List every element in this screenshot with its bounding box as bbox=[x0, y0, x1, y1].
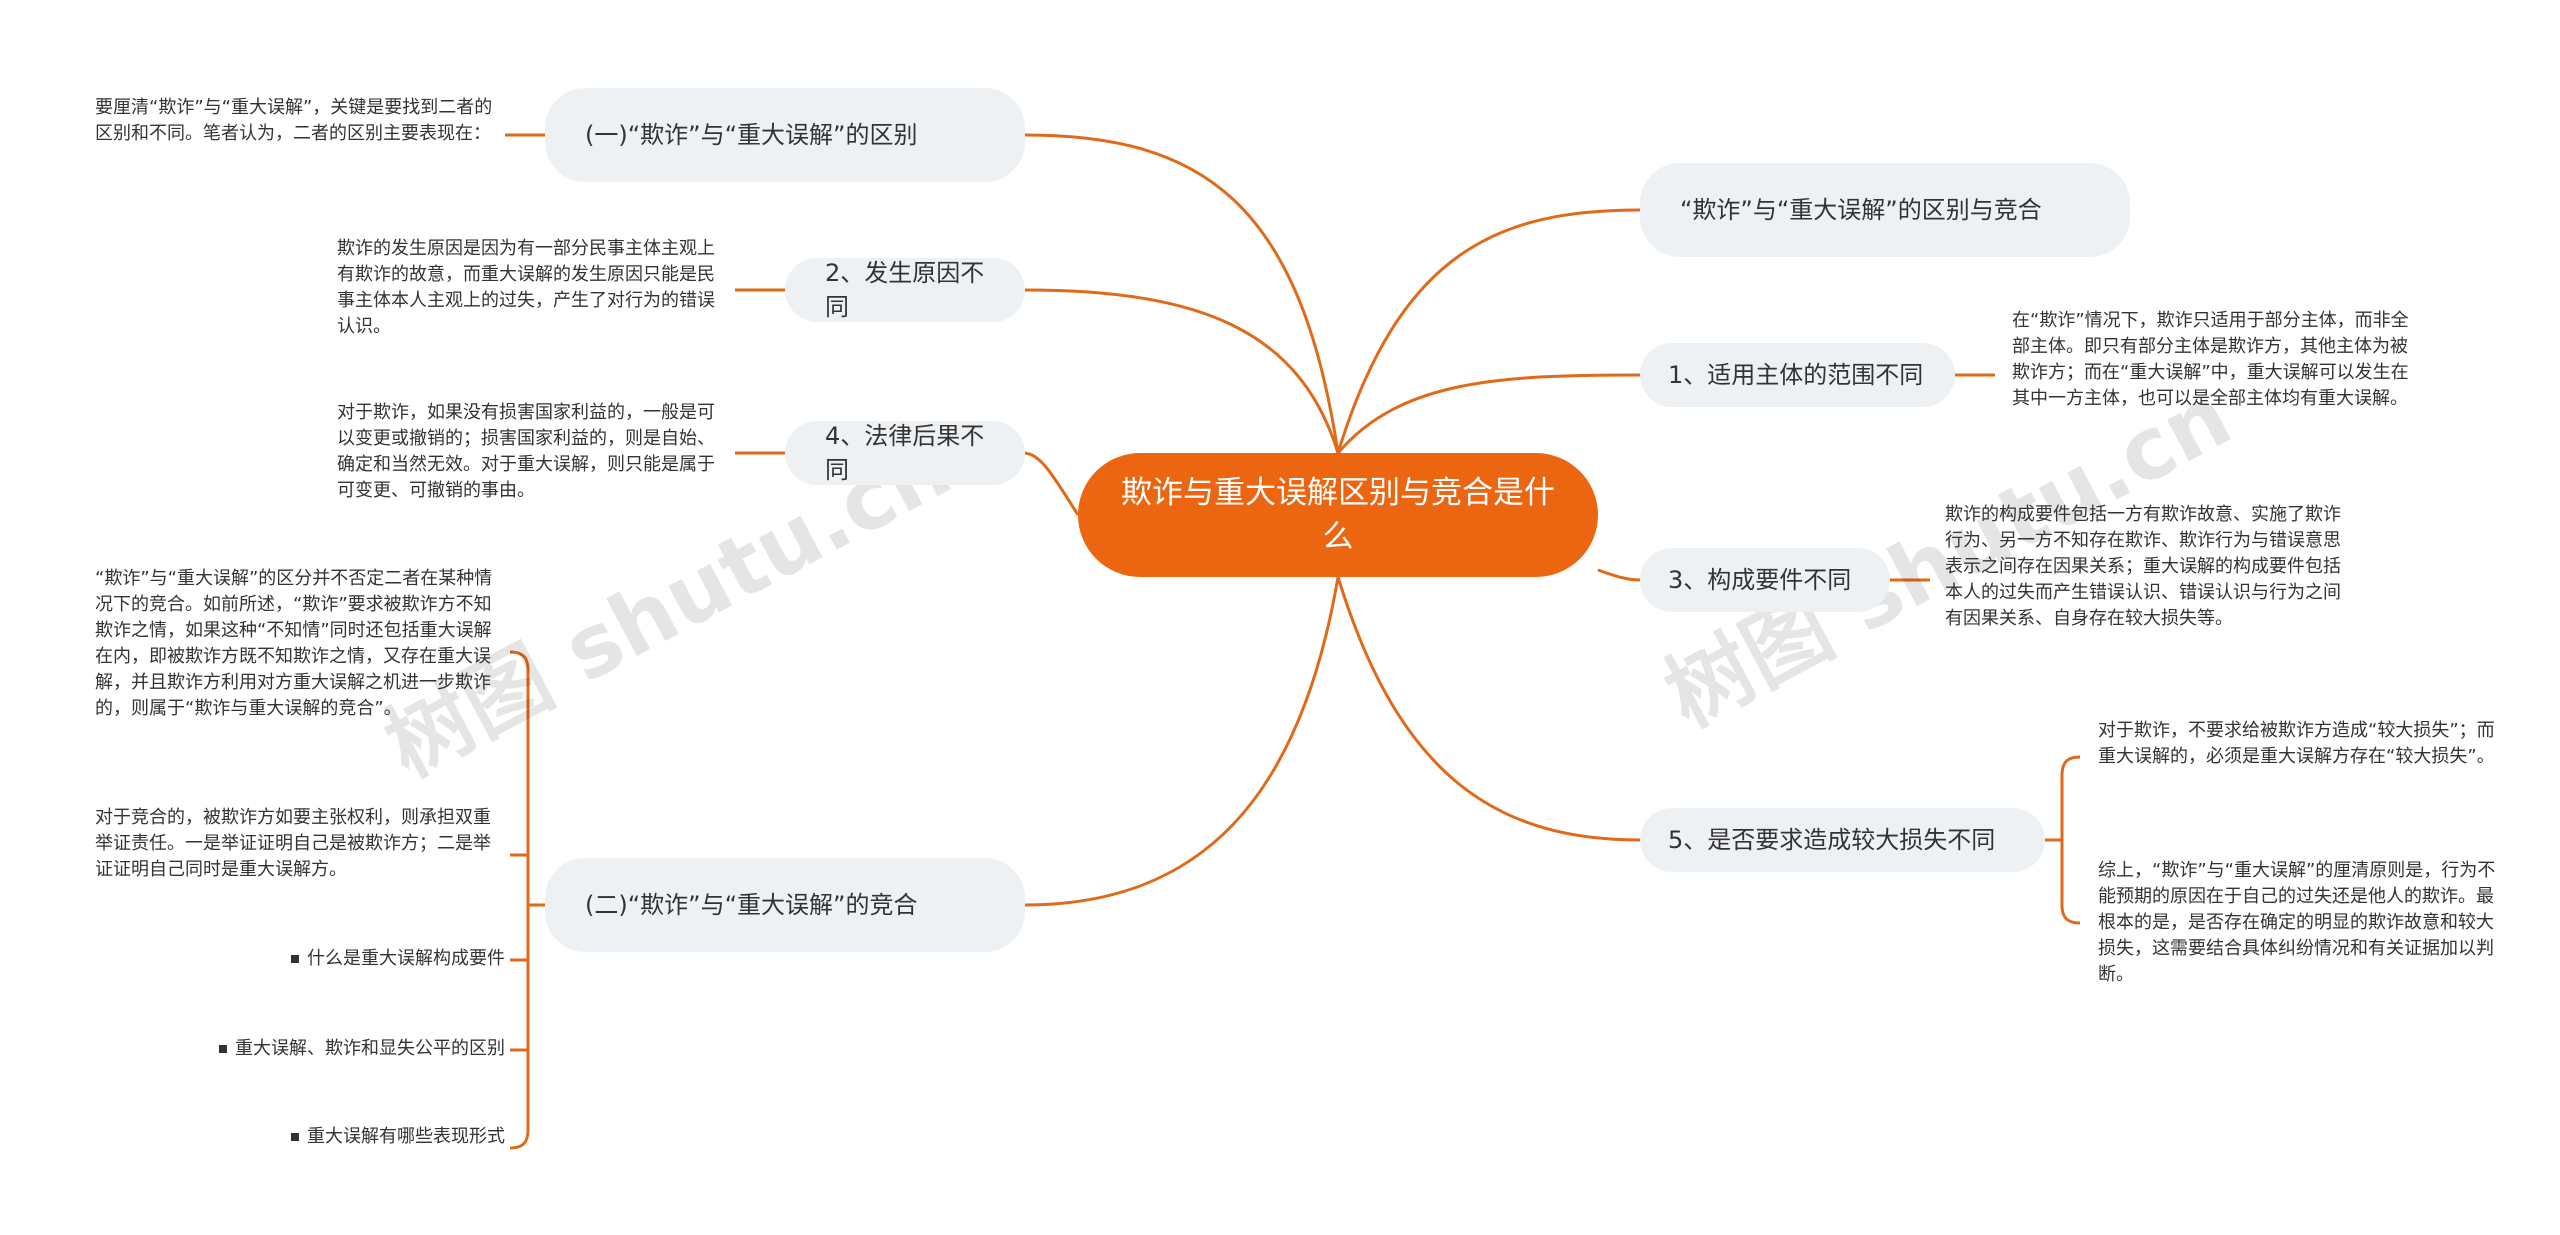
note-distinction-intro: 要厘清“欺诈”与“重大误解”，关键是要找到二者的区别和不同。笔者认为，二者的区别… bbox=[95, 97, 493, 144]
edge-right5-bracket bbox=[2045, 755, 2081, 925]
bullet-icon bbox=[219, 1045, 227, 1053]
edge-center-right0 bbox=[1336, 208, 1641, 454]
link-constitutive-elements[interactable]: 什么是重大误解构成要件 bbox=[291, 946, 505, 972]
link-fraud-unfairness-difference[interactable]: 重大误解、欺诈和显失公平的区别 bbox=[219, 1036, 505, 1062]
edge-center-left-concurrence bbox=[1024, 576, 1340, 907]
branch-major-loss-label: 5、是否要求造成较大损失不同 bbox=[1668, 826, 1996, 854]
branch-applicable-subjects[interactable]: 1、适用主体的范围不同 bbox=[1640, 343, 1955, 407]
edge-center-right3 bbox=[1597, 568, 1641, 582]
note-cause: 欺诈的发生原因是因为有一部分民事主体主观上有欺诈的故意，而重大误解的发生原因只能… bbox=[337, 238, 715, 337]
central-topic[interactable]: 欺诈与重大误解区别与竞合是什么 bbox=[1078, 453, 1598, 577]
link-manifestations-text: 重大误解有哪些表现形式 bbox=[307, 1126, 505, 1147]
branch-cause-label: 2、发生原因不同 bbox=[825, 259, 985, 321]
branch-legal-consequence-label: 4、法律后果不同 bbox=[825, 422, 985, 484]
link-manifestations[interactable]: 重大误解有哪些表现形式 bbox=[291, 1124, 505, 1150]
note-concurrence-2: 对于竞合的，被欺诈方如要主张权利，则承担双重举证责任。一是举证证明自己是被欺诈方… bbox=[95, 807, 491, 880]
branch-major-loss[interactable]: 5、是否要求造成较大损失不同 bbox=[1640, 808, 2045, 872]
central-topic-label: 欺诈与重大误解区别与竞合是什么 bbox=[1121, 475, 1555, 555]
note-applicable-subjects: 在“欺诈”情况下，欺诈只适用于部分主体，而非全部主体。即只有部分主体是欺诈方，其… bbox=[2012, 310, 2409, 409]
edge-center-left1 bbox=[1024, 133, 1340, 454]
branch-distinction[interactable]: (一)“欺诈”与“重大误解”的区别 bbox=[545, 88, 1025, 182]
branch-constitutive-elements[interactable]: 3、构成要件不同 bbox=[1640, 548, 1890, 612]
link-fraud-unfairness-difference-text: 重大误解、欺诈和显失公平的区别 bbox=[235, 1038, 505, 1059]
note-legal-consequence: 对于欺诈，如果没有损害国家利益的，一般是可以变更或撤销的；损害国家利益的，则是自… bbox=[337, 402, 715, 501]
note-major-loss-1: 对于欺诈，不要求给被欺诈方造成“较大损失”；而重大误解的，必须是重大误解方存在“… bbox=[2098, 720, 2495, 767]
branch-difference-and-concurrence-label: “欺诈”与“重大误解”的区别与竞合 bbox=[1680, 196, 2042, 224]
link-constitutive-elements-text: 什么是重大误解构成要件 bbox=[307, 948, 505, 969]
branch-concurrence-label: (二)“欺诈”与“重大误解”的竞合 bbox=[585, 891, 918, 919]
edge-center-right1 bbox=[1336, 373, 1641, 454]
edge-center-right5 bbox=[1336, 576, 1641, 842]
branch-legal-consequence[interactable]: 4、法律后果不同 bbox=[785, 421, 1025, 485]
bullet-icon bbox=[291, 955, 299, 963]
branch-constitutive-elements-label: 3、构成要件不同 bbox=[1668, 566, 1852, 594]
note-major-loss-2: 综上，“欺诈”与“重大误解”的厘清原则是，行为不能预期的原因在于自己的过失还是他… bbox=[2098, 860, 2496, 985]
branch-difference-and-concurrence[interactable]: “欺诈”与“重大误解”的区别与竞合 bbox=[1640, 163, 2130, 257]
branch-cause[interactable]: 2、发生原因不同 bbox=[785, 258, 1025, 322]
bullet-icon bbox=[291, 1133, 299, 1141]
edge-center-left4 bbox=[1024, 451, 1080, 516]
note-constitutive-elements: 欺诈的构成要件包括一方有欺诈故意、实施了欺诈行为、另一方不知存在欺诈、欺诈行为与… bbox=[1945, 504, 2341, 629]
branch-distinction-label: (一)“欺诈”与“重大误解”的区别 bbox=[585, 121, 918, 149]
edge-concurrence-bracket bbox=[509, 650, 545, 1150]
branch-concurrence[interactable]: (二)“欺诈”与“重大误解”的竞合 bbox=[545, 858, 1025, 952]
edge-center-left2 bbox=[1024, 288, 1340, 454]
note-concurrence-1: “欺诈”与“重大误解”的区分并不否定二者在某种情况下的竞合。如前所述，“欺诈”要… bbox=[95, 568, 493, 719]
branch-applicable-subjects-label: 1、适用主体的范围不同 bbox=[1668, 361, 1924, 389]
